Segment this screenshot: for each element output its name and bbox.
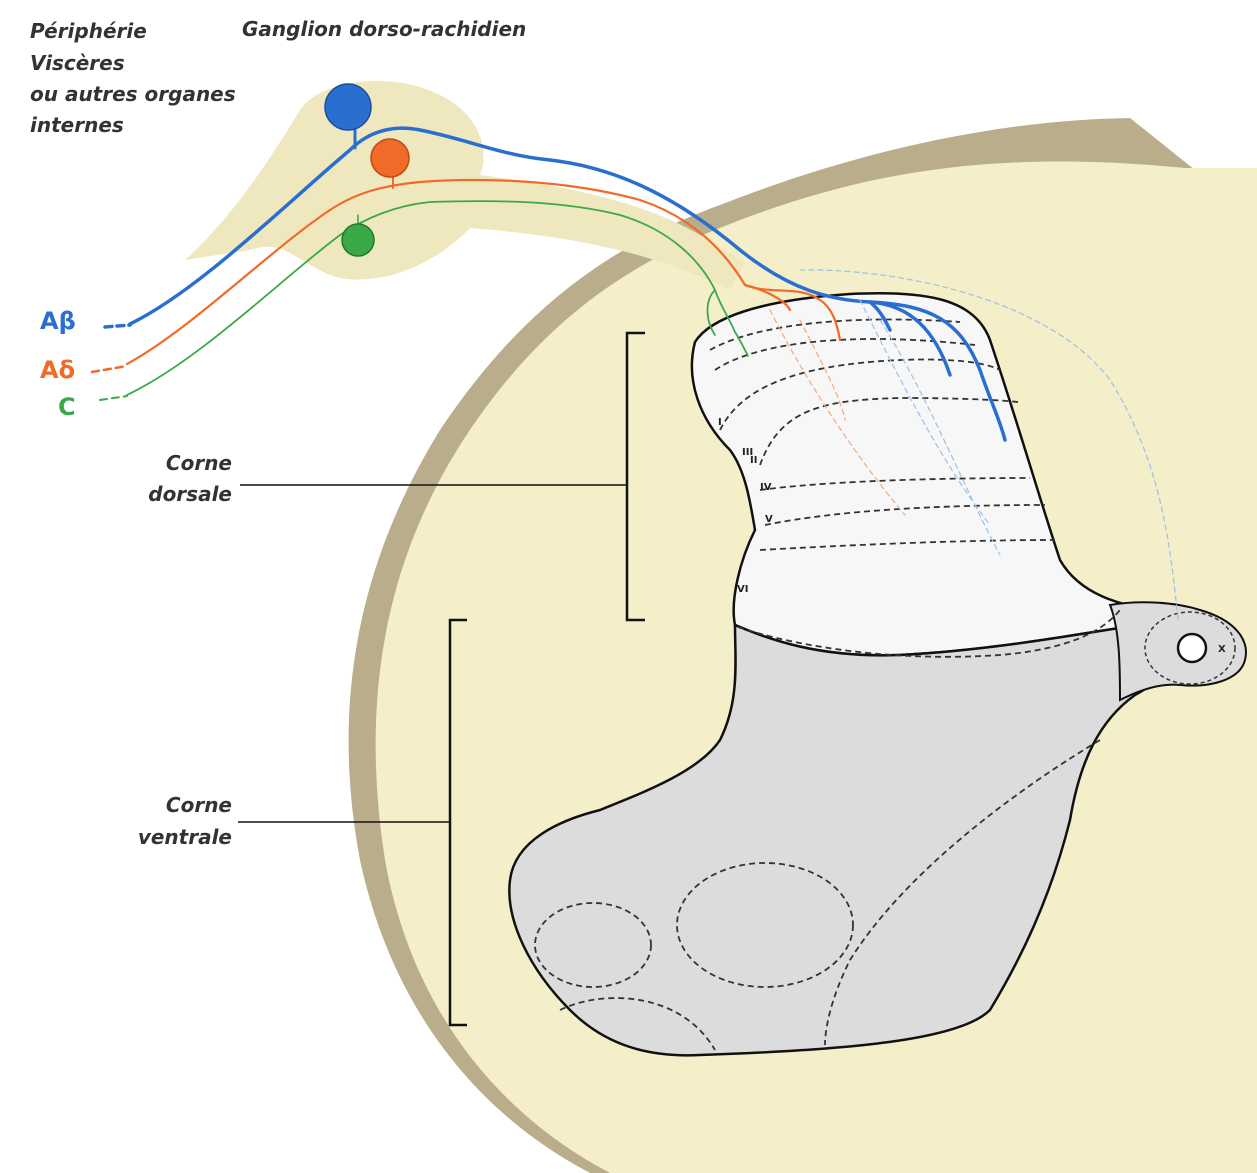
label-visceres: Viscères <box>30 51 125 75</box>
lamina-x-label: X <box>1218 644 1226 655</box>
c-neuron-body <box>342 224 374 256</box>
label-corne-dorsale-1: Corne <box>166 451 232 475</box>
fiber-label-abeta: Aβ <box>40 307 76 335</box>
lamina-label-5: V <box>765 514 773 525</box>
adelta-neuron-body <box>371 139 409 177</box>
fiber-label-c: C <box>58 393 76 421</box>
ganglion-area <box>185 81 745 290</box>
lamina-label-3: III <box>742 447 753 458</box>
label-corne-dorsale-2: dorsale <box>148 482 232 506</box>
lamina-label-1: I <box>718 417 722 428</box>
label-ganglion: Ganglion dorso-rachidien <box>242 17 526 41</box>
lamina-label-6: VI <box>737 584 748 595</box>
lamina-label-4: IV <box>760 482 772 493</box>
label-internes: internes <box>30 113 124 137</box>
label-corne-ventrale-1: Corne <box>166 793 232 817</box>
label-ou-autres: ou autres organes <box>30 82 236 106</box>
central-canal <box>1178 634 1206 662</box>
abeta-neuron-body <box>325 84 371 130</box>
label-peripherie: Périphérie <box>30 19 147 43</box>
label-corne-ventrale-2: ventrale <box>138 825 232 849</box>
fiber-label-adelta: Aδ <box>40 356 75 384</box>
